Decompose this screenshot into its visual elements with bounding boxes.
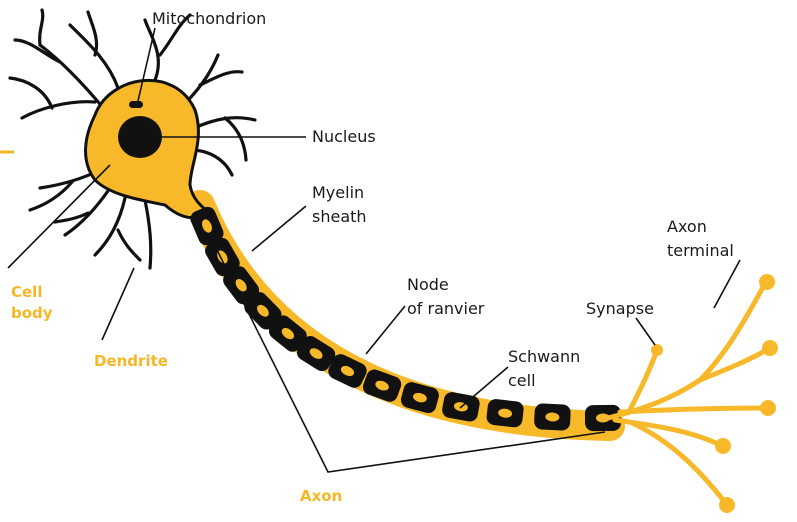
label-nucleus: Nucleus bbox=[312, 127, 376, 146]
label-myelin-sheath-line1: Myelin bbox=[312, 183, 364, 202]
axon-terminal-leader bbox=[714, 260, 740, 308]
label-node-of-ranvier-line2: of ranvier bbox=[407, 299, 485, 318]
mitochondrion-shape bbox=[129, 101, 143, 108]
axon-terminal-knob bbox=[760, 400, 776, 416]
label-node-of-ranvier-line1: Node bbox=[407, 275, 449, 294]
synapse-leader bbox=[636, 318, 655, 345]
label-synapse: Synapse bbox=[586, 299, 654, 318]
myelin-sheath bbox=[188, 204, 621, 431]
terminal-knobs bbox=[651, 274, 778, 513]
schwann-cell-segment bbox=[486, 398, 525, 428]
label-cell-body-line1: Cell bbox=[11, 283, 42, 301]
axon-terminal-knob bbox=[762, 340, 778, 356]
label-schwann-cell-line2: cell bbox=[508, 371, 536, 390]
synapse-knob bbox=[651, 344, 663, 356]
axon-terminal-knob bbox=[715, 438, 731, 454]
label-axon: Axon bbox=[300, 487, 342, 505]
schwann-cell-segment bbox=[399, 380, 441, 414]
label-axon-terminal-line1: Axon bbox=[667, 217, 707, 236]
label-mitochondrion: Mitochondrion bbox=[152, 9, 266, 28]
schwann-cell-segment bbox=[534, 403, 571, 431]
myelin-sheath-leader bbox=[252, 206, 306, 251]
node-of-ranvier-leader bbox=[366, 306, 405, 354]
label-schwann-cell-line1: Schwann bbox=[508, 347, 580, 366]
axon-terminal-knob bbox=[719, 497, 735, 513]
cell-body-leader bbox=[8, 165, 110, 268]
label-cell-body-line2: body bbox=[11, 304, 53, 322]
dendrite-leader bbox=[102, 268, 134, 340]
label-myelin-sheath-line2: sheath bbox=[312, 207, 367, 226]
axon-terminal-knob bbox=[759, 274, 775, 290]
label-dendrite: Dendrite bbox=[94, 352, 168, 370]
label-axon-terminal-line2: terminal bbox=[667, 241, 734, 260]
